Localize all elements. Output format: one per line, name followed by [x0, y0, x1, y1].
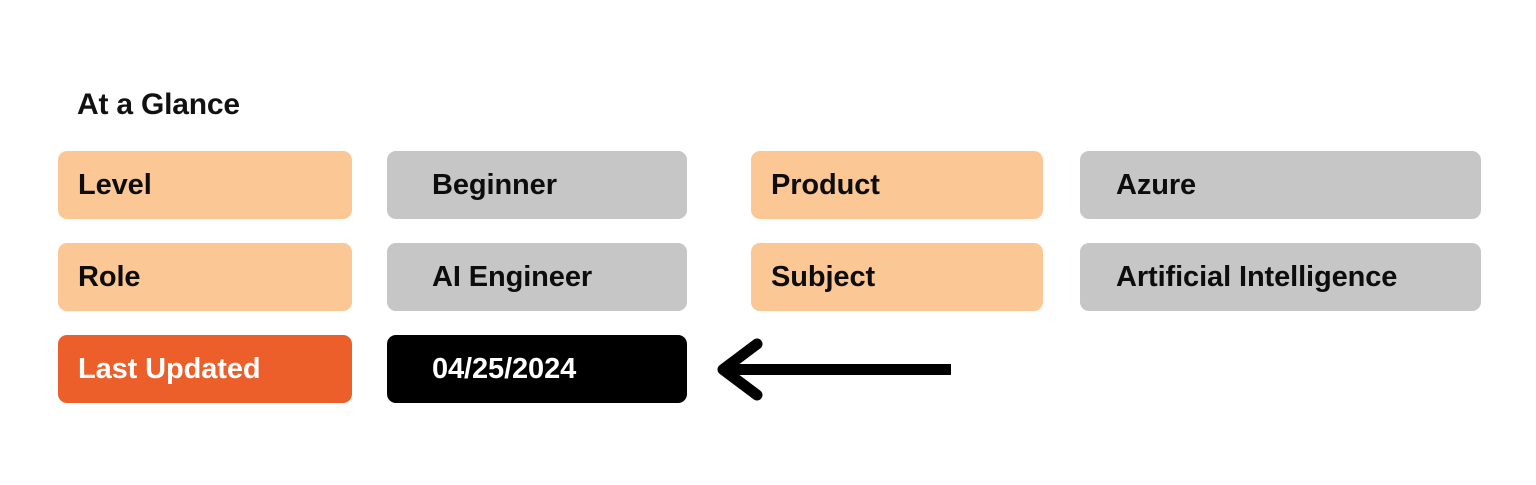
glance-row: Role AI Engineer Subject Artificial Inte…: [0, 243, 1536, 311]
field-label-level: Level: [58, 151, 352, 219]
page-title: At a Glance: [77, 88, 240, 121]
field-value-role: AI Engineer: [387, 243, 687, 311]
field-value-product: Azure: [1080, 151, 1481, 219]
field-label-last-updated: Last Updated: [58, 335, 352, 403]
glance-grid: Level Beginner Product Azure Role AI Eng…: [0, 151, 1536, 427]
field-label-product: Product: [751, 151, 1043, 219]
field-label-role: Role: [58, 243, 352, 311]
field-label-subject: Subject: [751, 243, 1043, 311]
glance-row: Level Beginner Product Azure: [0, 151, 1536, 219]
field-value-level: Beginner: [387, 151, 687, 219]
glance-row: Last Updated 04/25/2024: [0, 335, 1536, 403]
field-value-subject: Artificial Intelligence: [1080, 243, 1481, 311]
field-value-last-updated: 04/25/2024: [387, 335, 687, 403]
